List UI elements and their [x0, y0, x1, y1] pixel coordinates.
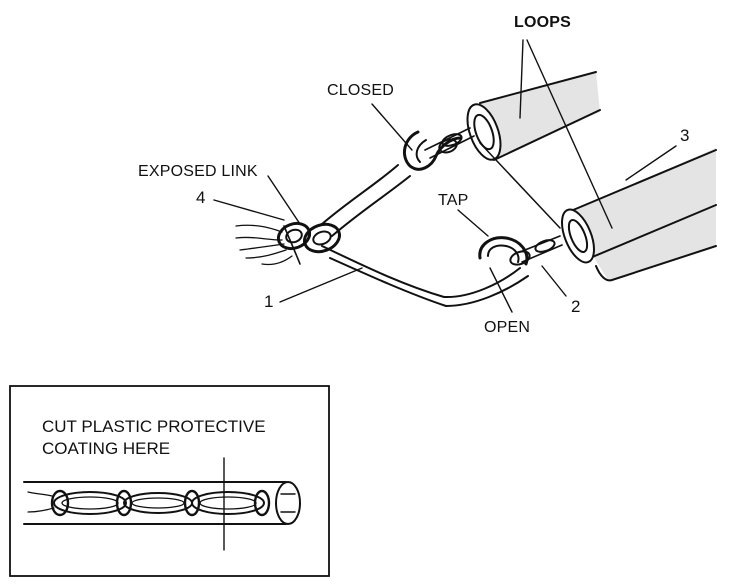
upper-tube [466, 71, 601, 161]
connector-line [479, 142, 561, 229]
inset-coated-chain [23, 457, 301, 551]
label-tap: TAP [438, 192, 469, 209]
label-number-3: 3 [680, 126, 689, 145]
open-hook [478, 236, 531, 266]
leader-lines [213, 39, 677, 313]
inset-panel: CUT PLASTIC PROTECTIVE COATING HERE [9, 385, 330, 577]
label-open: OPEN [484, 319, 530, 336]
label-number-4: 4 [196, 188, 205, 207]
label-exposed-link: EXPOSED LINK [138, 163, 258, 180]
label-closed: CLOSED [327, 82, 394, 99]
closed-hook [402, 130, 462, 171]
label-loops: LOOPS [514, 14, 571, 31]
lower-chain [321, 235, 563, 307]
inset-line-2: COATING HERE [42, 439, 170, 458]
lower-tube [561, 148, 717, 282]
label-number-1: 1 [264, 292, 273, 311]
exposed-link-junction [235, 221, 341, 266]
upper-chain [321, 127, 475, 237]
label-number-2: 2 [571, 297, 580, 316]
inset-line-1: CUT PLASTIC PROTECTIVE [42, 417, 266, 436]
